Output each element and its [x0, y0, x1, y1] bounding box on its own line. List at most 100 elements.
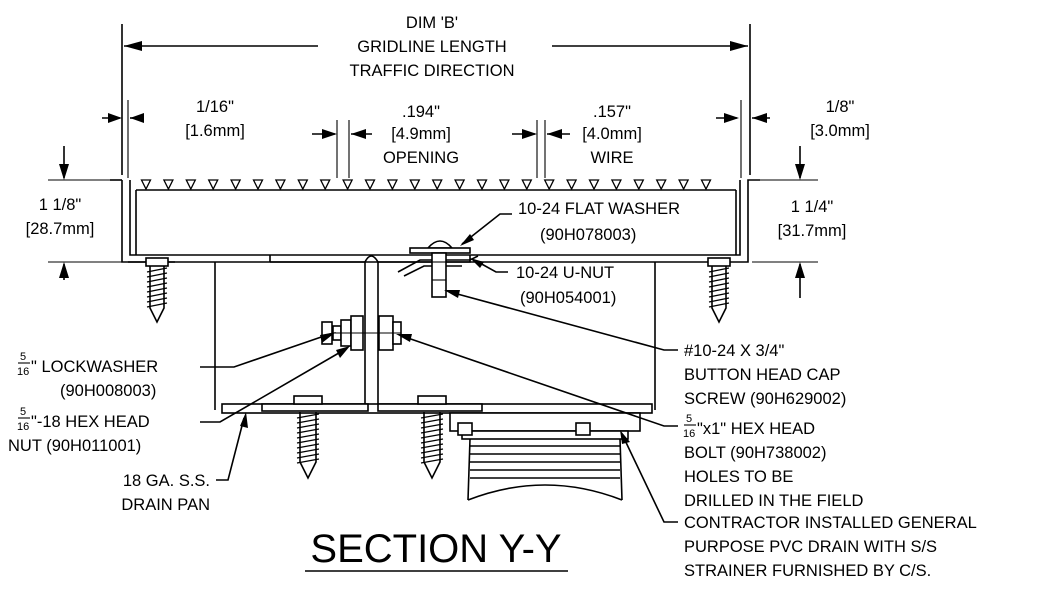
- screw-thread: [296, 458, 320, 464]
- pvc-drain-line-1: CONTRACTOR INSTALLED GENERAL: [684, 514, 977, 532]
- screw-thread: [420, 428, 444, 434]
- grating-wire-tooth: [476, 179, 488, 191]
- anchor-screw-bottom-left: [293, 395, 323, 480]
- grating-wire-tooth: [678, 179, 690, 191]
- grating-wire-teeth: [140, 179, 712, 191]
- screw-thread: [420, 453, 444, 459]
- screw-thread: [296, 448, 320, 454]
- grating-wire-tooth: [342, 179, 354, 191]
- gridline-length-label: GRIDLINE LENGTH: [357, 38, 506, 56]
- leader-lines: [200, 213, 678, 523]
- grating-wire-tooth: [274, 179, 286, 191]
- grating-wire-tooth: [252, 179, 264, 191]
- traffic-direction-label: TRAFFIC DIRECTION: [350, 62, 515, 80]
- u-nut-part: (90H054001): [520, 289, 616, 307]
- grating-wire-tooth: [588, 179, 600, 191]
- screw-thread: [420, 438, 444, 444]
- grating-wire-tooth: [655, 179, 667, 191]
- grating-wire-tooth: [566, 179, 578, 191]
- height-left-dimension: 1 1/8" [28.7mm]: [26, 146, 122, 280]
- wire-label: WIRE: [590, 149, 633, 167]
- grating-wire-tooth: [543, 179, 555, 191]
- screw-thread: [420, 423, 444, 429]
- screw-thread: [296, 428, 320, 434]
- flange-left-in: 1/16": [196, 98, 234, 116]
- cap-screw-part: SCREW (90H629002): [684, 390, 846, 408]
- lockwasher-part: (90H008003): [60, 382, 156, 400]
- cap-screw-label: #10-24 X 3/4": [684, 342, 784, 360]
- screw-thread: [708, 297, 730, 303]
- screw-threads: [146, 267, 730, 464]
- screw-thread: [420, 443, 444, 449]
- grating-wire-tooth: [454, 179, 466, 191]
- screw-thread: [296, 453, 320, 459]
- screw-thread: [146, 287, 168, 293]
- hex-nut-label: "-18 HEX HEAD: [31, 413, 150, 431]
- opening-mm: [4.9mm]: [391, 125, 451, 143]
- screw-thread: [708, 292, 730, 298]
- grating-wire-tooth: [185, 179, 197, 191]
- screw-thread: [146, 282, 168, 288]
- grating-wire-tooth: [207, 179, 219, 191]
- screw-thread: [420, 433, 444, 439]
- anchor-screw-bottom-right: [417, 395, 447, 480]
- screw-thread: [296, 413, 320, 419]
- u-nut-label: 10-24 U-NUT: [516, 264, 614, 282]
- flange-left-mm: [1.6mm]: [185, 122, 245, 140]
- flange-right-in: 1/8": [826, 98, 855, 116]
- hex-bolt-note-1: HOLES TO BE: [684, 468, 793, 486]
- dim-b-dimension: DIM 'B' GRIDLINE LENGTH TRAFFIC DIRECTIO…: [121, 14, 751, 175]
- screw-thread: [708, 302, 730, 308]
- screw-thread: [296, 438, 320, 444]
- hex-bolt-assembly: [321, 315, 402, 351]
- lockwasher-label: " LOCKWASHER: [31, 358, 158, 376]
- grating-wire-tooth: [521, 179, 533, 191]
- hex-bolt-frac-num: 5: [686, 413, 692, 425]
- grating-wire-tooth: [297, 179, 309, 191]
- opening-dimension: .194" [4.9mm] OPENING: [312, 103, 459, 178]
- hex-nut-frac-num: 5: [20, 406, 26, 418]
- lockwasher-frac-den: 16: [17, 366, 29, 378]
- hex-bolt-note-2: DRILLED IN THE FIELD: [684, 492, 863, 510]
- lockwasher-frac-num: 5: [20, 351, 26, 363]
- lockwasher-callout: 5 16 " LOCKWASHER (90H008003): [17, 351, 158, 400]
- screw-thread: [420, 448, 444, 454]
- screw-thread: [708, 267, 730, 273]
- screw-thread: [146, 277, 168, 283]
- grating-wire-tooth: [431, 179, 443, 191]
- pvc-drain: [449, 412, 641, 501]
- flange-left-dimension: 1/16" [1.6mm]: [102, 98, 245, 178]
- height-left-in: 1 1/8": [39, 196, 82, 214]
- section-title: SECTION Y-Y: [310, 527, 561, 571]
- screw-thread: [708, 277, 730, 283]
- dim-b-label: DIM 'B': [406, 14, 458, 32]
- hex-bolt-part: BOLT (90H738002): [684, 444, 826, 462]
- pvc-drain-line-2: PURPOSE PVC DRAIN WITH S/S: [684, 538, 937, 556]
- wire-dimension: .157" [4.0mm] WIRE: [512, 103, 642, 178]
- hex-nut-callout: 5 16 "-18 HEX HEAD NUT (90H011001): [8, 406, 150, 455]
- screw-thread: [708, 272, 730, 278]
- grating-wire-tooth: [409, 179, 421, 191]
- flange-right-mm: [3.0mm]: [810, 122, 870, 140]
- screw-thread: [146, 267, 168, 273]
- grating-wire-tooth: [319, 179, 331, 191]
- hex-bolt-frac-den: 16: [683, 428, 695, 440]
- screw-thread: [708, 287, 730, 293]
- screw-thread: [420, 418, 444, 424]
- hex-nut-part: NUT (90H011001): [8, 437, 141, 455]
- flat-washer-part: (90H078003): [540, 226, 636, 244]
- screw-thread: [146, 292, 168, 298]
- grating-wire-tooth: [633, 179, 645, 191]
- flat-washer-label: 10-24 FLAT WASHER: [518, 200, 680, 218]
- screw-thread: [146, 272, 168, 278]
- pvc-drain-line-3: STRAINER FURNISHED BY C/S.: [684, 562, 931, 580]
- height-left-mm: [28.7mm]: [26, 220, 95, 238]
- screw-thread: [296, 423, 320, 429]
- hex-bolt-callout: 5 16 "x1" HEX HEAD BOLT (90H738002) HOLE…: [683, 413, 863, 510]
- grating-wire-tooth: [700, 179, 712, 191]
- drain-pan-label: 18 GA. S.S.: [123, 472, 210, 490]
- cap-screw-desc: BUTTON HEAD CAP: [684, 366, 840, 384]
- hex-bolt-label: "x1" HEX HEAD: [697, 420, 815, 438]
- grating-wire-tooth: [386, 179, 398, 191]
